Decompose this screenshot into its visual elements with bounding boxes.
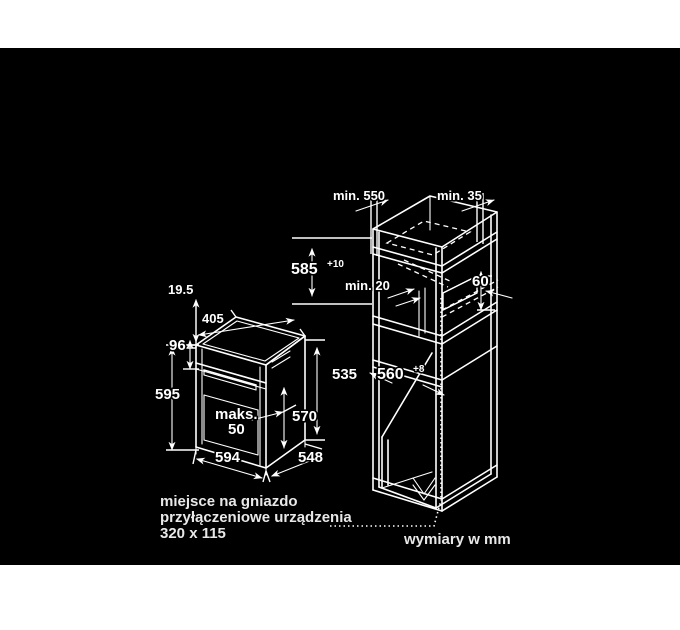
label-depth-570: 570 [292,408,317,425]
label-maks-value: 50 [228,421,245,438]
cabinet-base-plinth [381,352,433,489]
oven-dimension-lines [166,298,325,483]
drawing-svg: min. 550 min. 35 585 +10 min. 20 60 19.5… [153,186,513,550]
vent-slot-hatched [442,274,478,312]
label-min-20: min. 20 [345,278,390,293]
label-height-585: 585 [291,261,318,278]
label-width-560: 560 [377,366,404,383]
note-labels: miejsce na gniazdo przyłączeniowe urządz… [159,492,513,550]
cabinet-top-cutout-dashed [385,220,472,256]
label-depth-405: 405 [202,311,224,326]
label-min-35: min. 35 [437,188,482,203]
socket-note-line-1: miejsce na gniazdo [160,493,298,510]
socket-note-line-3: 320 x 115 [160,525,226,542]
units-arrow [412,477,436,501]
cabinet-top-shelf [372,231,498,274]
label-depth-19-5: 19.5 [168,282,193,297]
cabinet-lower-shelf [372,345,498,388]
label-min-550: min. 550 [333,188,385,203]
niche-dimension-lines [292,191,513,527]
oven-body-drawing [195,316,306,476]
socket-note-line-2: przyłączeniowe urządzenia [160,509,352,526]
label-height-585-tolerance: +10 [327,259,344,270]
label-maks: maks. [215,406,258,423]
label-height-96: 96 [169,337,186,354]
units-note: wymiary w mm [403,531,511,548]
technical-drawing-canvas: min. 550 min. 35 585 +10 min. 20 60 19.5… [0,48,680,565]
label-width-560-tolerance: +8 [413,364,425,375]
dimension-labels: min. 550 min. 35 585 +10 min. 20 60 19.5… [153,186,490,467]
vent-airflow-dashes [397,259,499,318]
label-depth-60: 60 [472,273,489,290]
label-width-548: 548 [298,449,323,466]
cabinet-middle-shelf [372,301,498,345]
cabinet-niche-drawing [372,195,499,512]
label-height-535: 535 [332,366,357,383]
label-height-595: 595 [155,386,180,403]
label-width-594: 594 [215,449,241,466]
